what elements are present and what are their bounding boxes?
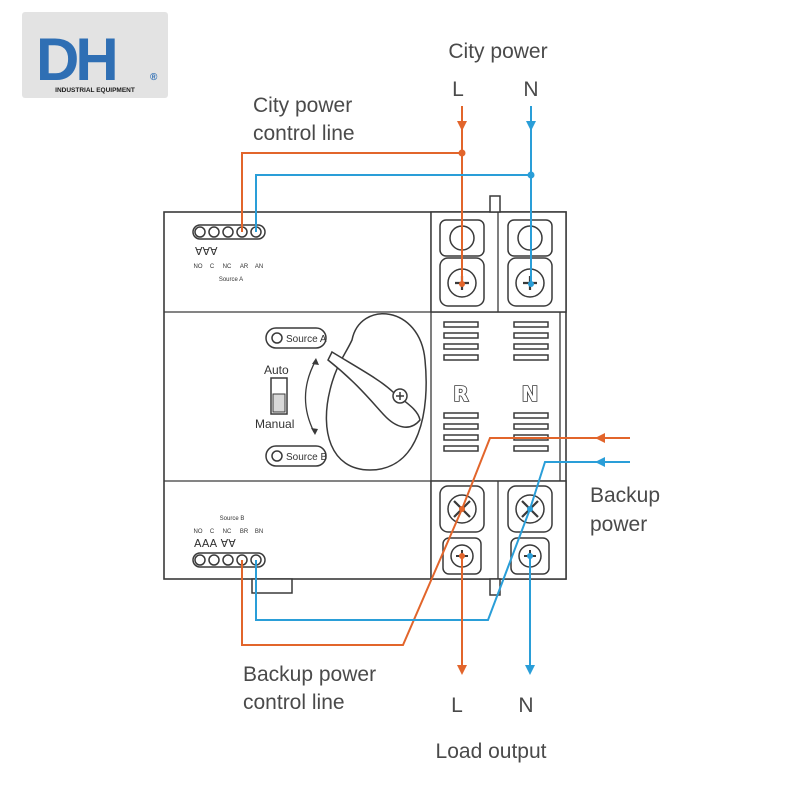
load-output-live-wire (457, 553, 467, 675)
svg-text:BN: BN (255, 529, 263, 535)
source-a-contact-symbols: ∀∀∀ (195, 245, 218, 258)
svg-text:BR: BR (240, 529, 249, 535)
source-a-indicator: Source A (265, 327, 327, 349)
source-a-indicator-label: Source A (286, 334, 327, 345)
auto-manual-switch[interactable] (270, 377, 288, 415)
load-output-L-label: L (451, 694, 463, 717)
backup-power-neutral-wire (255, 457, 630, 621)
backup-control-line-label-2: control line (243, 691, 345, 714)
backup-control-line-label-1: Backup power (243, 663, 376, 686)
backup-power-live-wire (241, 433, 630, 646)
svg-text:AN: AN (255, 264, 263, 270)
logo-registered-mark: ® (150, 72, 158, 83)
city-power-label: City power (448, 40, 547, 63)
city-power-N-label: N (523, 78, 538, 101)
top-tab (489, 195, 501, 213)
svg-text:NO: NO (194, 529, 203, 535)
svg-text:C: C (210, 529, 215, 535)
svg-text:AR: AR (240, 264, 249, 270)
city-power-live-wire (241, 106, 467, 287)
load-output-label: Load output (436, 740, 547, 763)
auto-label: Auto (264, 363, 289, 377)
svg-text:C: C (210, 264, 215, 270)
source-b-terminal-labels: NO C NC BR BN (194, 529, 264, 535)
backup-power-label-1: Backup (590, 484, 660, 507)
backup-power-label-2: power (590, 513, 647, 536)
source-b-terminal-strip (192, 552, 266, 568)
din-clip (251, 578, 293, 594)
city-control-line-label-2: control line (253, 122, 355, 145)
source-b-indicator: Source B (265, 445, 327, 467)
svg-text:NC: NC (223, 529, 232, 535)
source-b-indicator-label: Source B (286, 452, 327, 463)
manual-label: Manual (255, 417, 294, 431)
city-power-L-label: L (452, 78, 464, 101)
city-control-line-label-1: City power (253, 94, 352, 117)
N-marking: N (522, 382, 539, 406)
selector-handle[interactable] (325, 313, 427, 471)
svg-text:NO: NO (194, 264, 203, 270)
logo-subtitle: INDUSTRIAL EQUIPMENT (55, 87, 135, 94)
load-output-neutral-wire (525, 553, 535, 675)
source-a-terminal-strip (192, 224, 266, 240)
svg-text:NC: NC (223, 264, 232, 270)
source-a-label: Source A (219, 277, 243, 283)
city-power-neutral-wire (255, 106, 536, 287)
logo-letters: DH (36, 26, 115, 93)
source-b-label: Source B (220, 516, 245, 522)
load-output-N-label: N (518, 694, 533, 717)
source-a-terminal-labels: NO C NC AR AN (194, 264, 264, 270)
source-b-contact-symbols: AAA ∀∀ (194, 537, 236, 550)
rotation-arc (304, 359, 317, 433)
dh-logo: DH ® INDUSTRIAL EQUIPMENT (22, 12, 168, 98)
R-marking: R (453, 382, 468, 406)
